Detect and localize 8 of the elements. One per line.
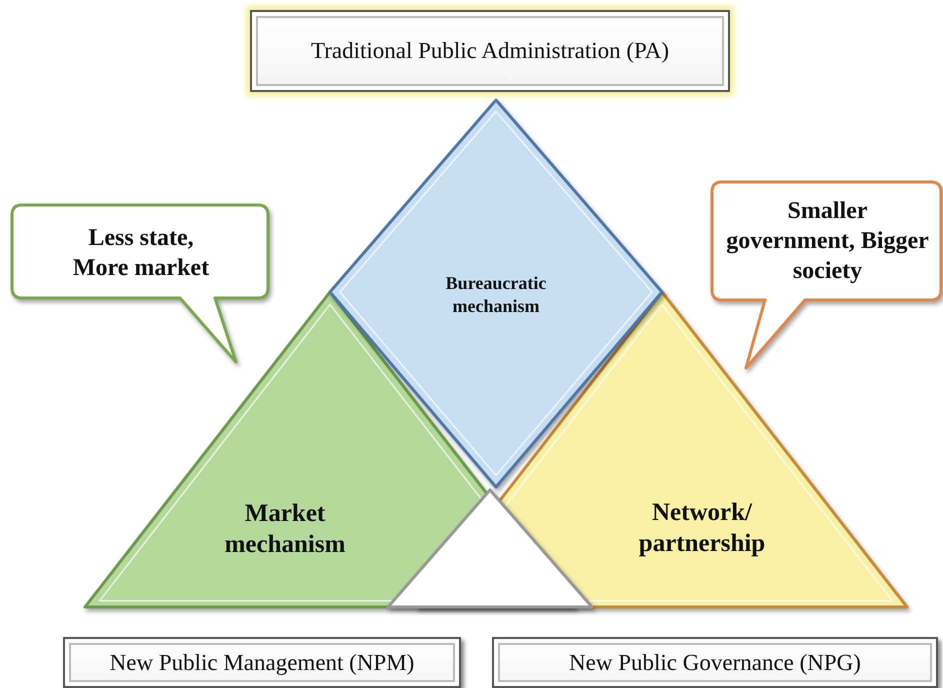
shape-label: Bureaucratic mechanism [444,272,548,317]
shape-label: Less state, More market [72,224,210,283]
shape-label: Network/ partnership [638,498,766,560]
title-box: Traditional Public Administration (PA) [250,10,730,92]
shape-label: Smaller government, Bigger society [725,197,930,286]
shape-label: Market mechanism [224,499,346,560]
title-box: New Public Management (NPM) [63,637,461,688]
title-box: New Public Governance (NPG) [492,637,938,688]
